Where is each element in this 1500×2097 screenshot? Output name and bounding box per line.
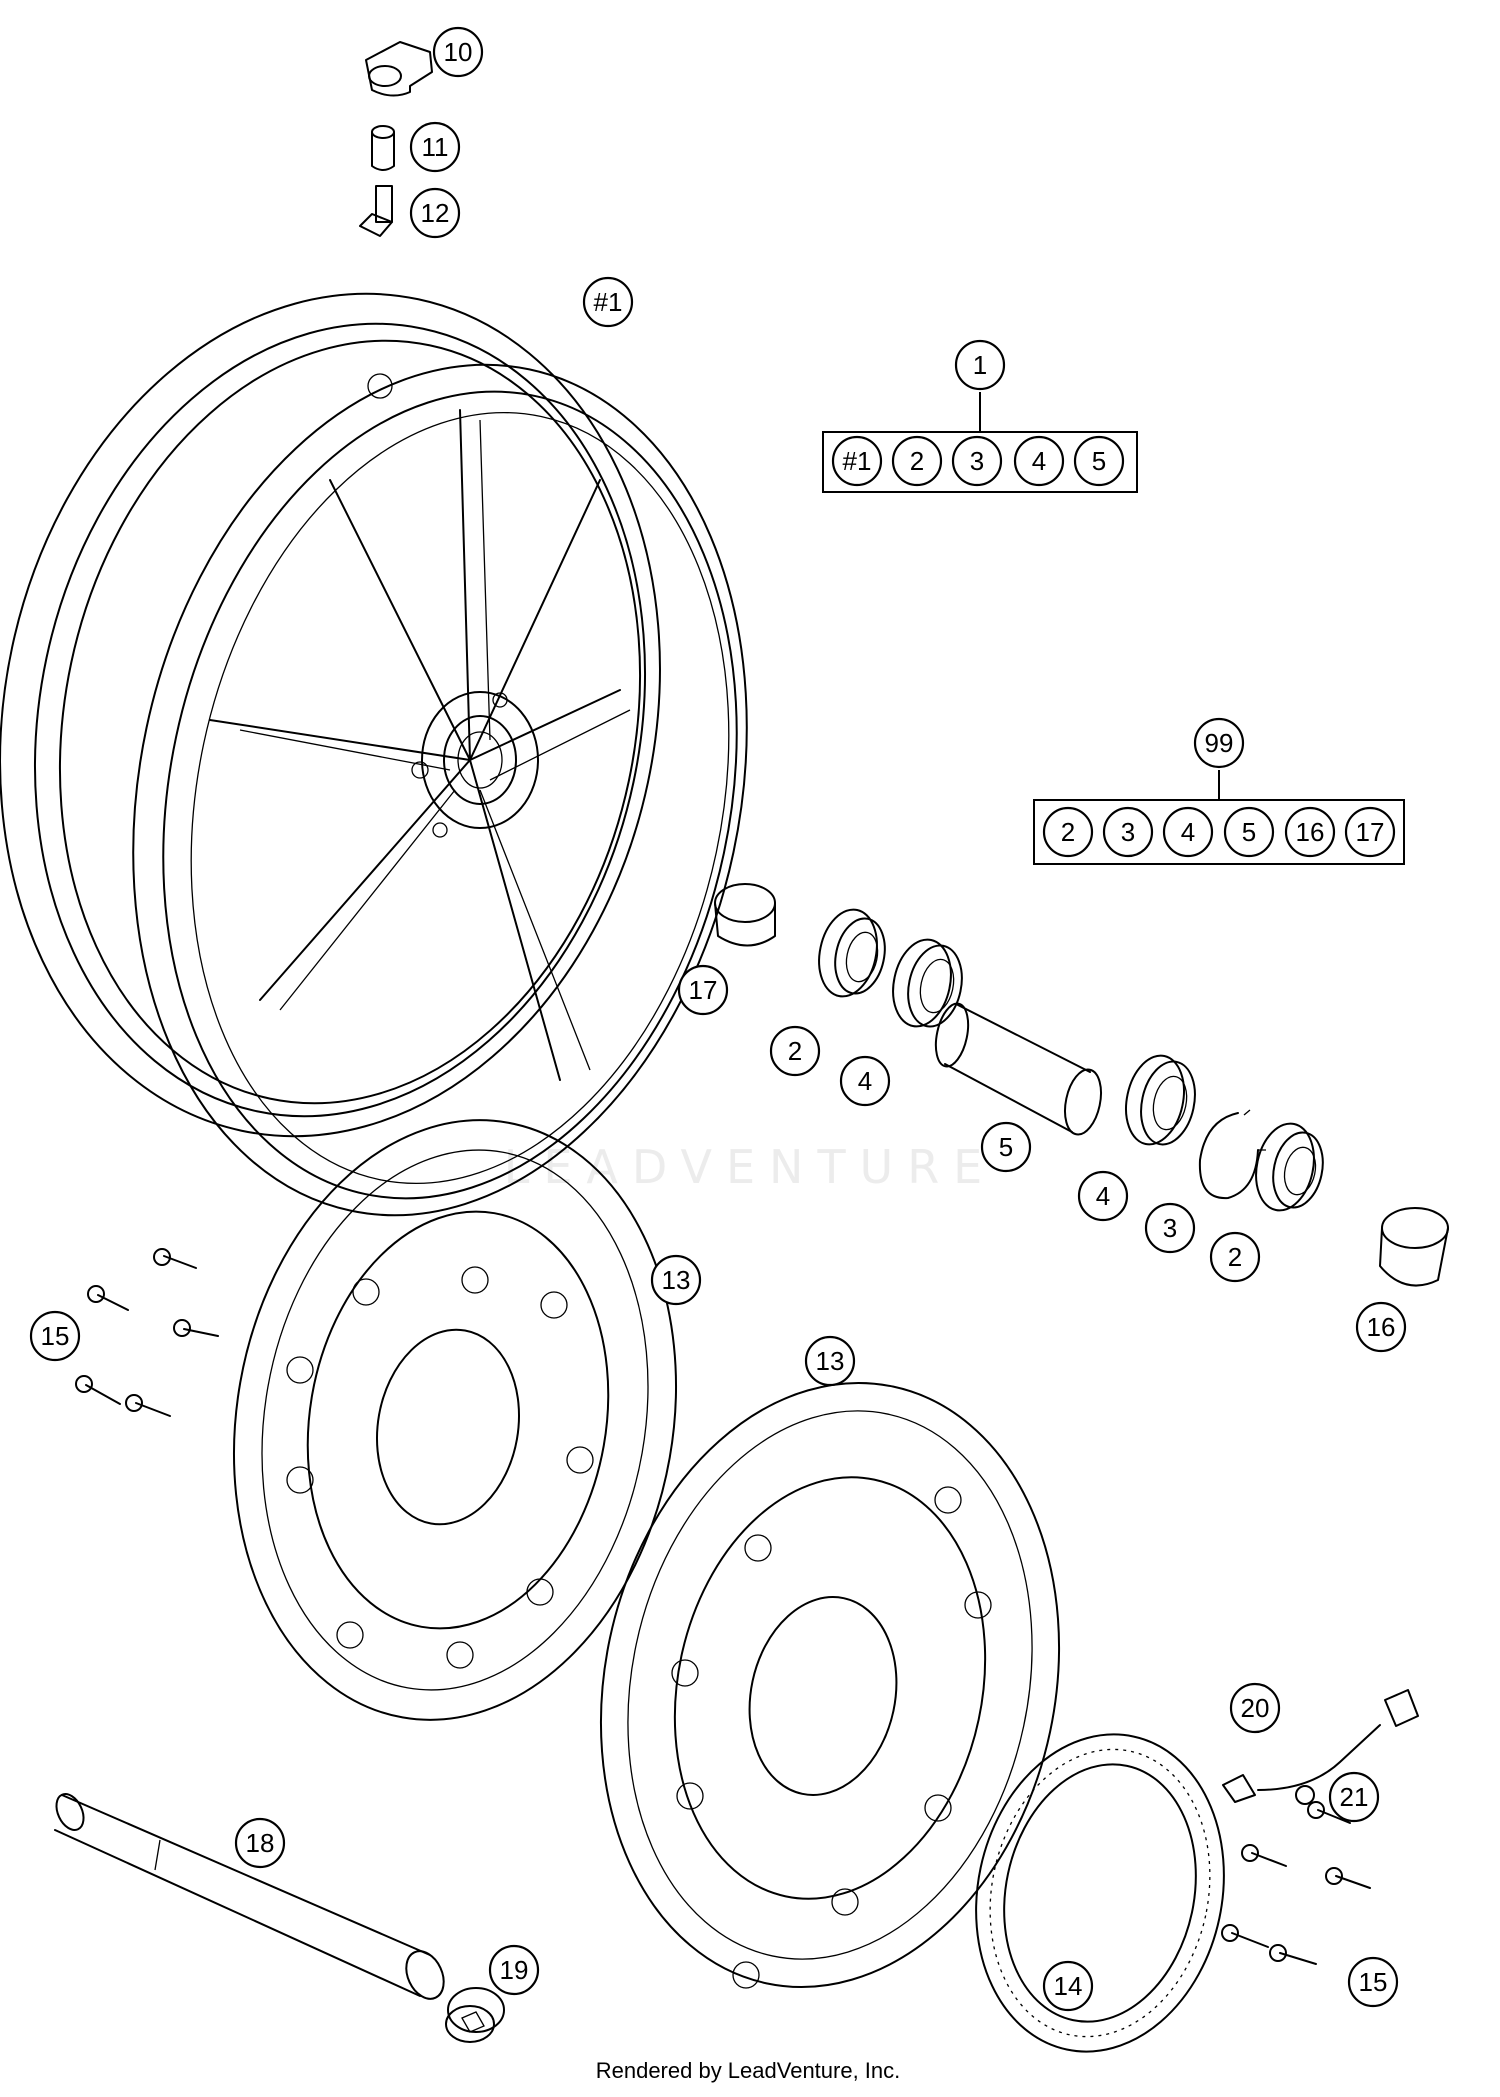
kit-1-item-0: #1 <box>831 435 883 487</box>
kit-1-item-1: 2 <box>891 435 943 487</box>
svg-text:3: 3 <box>1163 1213 1177 1243</box>
spacer-sleeve-5-part <box>934 1002 1102 1136</box>
svg-text:13: 13 <box>816 1346 845 1376</box>
seal-2-part <box>818 908 886 998</box>
callout-2b: 2 <box>1209 1231 1261 1283</box>
callout-2a: 2 <box>769 1025 821 1077</box>
kit-99-item-2: 4 <box>1162 806 1214 858</box>
kit-1-item-2: 3 <box>951 435 1003 487</box>
callout-rim: #1 <box>582 276 634 328</box>
kit-99-item-0: 2 <box>1042 806 1094 858</box>
svg-text:4: 4 <box>1096 1181 1110 1211</box>
screws-15-left-part <box>75 1248 219 1417</box>
svg-text:12: 12 <box>421 198 450 228</box>
svg-text:4: 4 <box>858 1066 872 1096</box>
kit-99-group: 99 2 3 4 5 16 17 <box>1033 717 1405 865</box>
bushing-17-part <box>714 883 776 947</box>
kit-99-label: 99 <box>1193 717 1245 769</box>
kit-99-item-1: 3 <box>1102 806 1154 858</box>
callout-15b: 15 <box>1347 1956 1399 2008</box>
svg-text:11: 11 <box>422 132 449 162</box>
svg-text:2: 2 <box>1228 1242 1242 1272</box>
axle-nut-part <box>445 1987 505 2043</box>
svg-text:4: 4 <box>1032 446 1046 476</box>
svg-text:21: 21 <box>1340 1782 1369 1812</box>
kit-1-item-3: 4 <box>1013 435 1065 487</box>
callout-21: 21 <box>1328 1771 1380 1823</box>
wheel-speed-sensor-part <box>1222 1689 1419 1803</box>
svg-text:14: 14 <box>1054 1971 1083 2001</box>
svg-text:3: 3 <box>1121 817 1135 847</box>
callout-17: 17 <box>677 964 729 1016</box>
bearing-4b-part <box>1125 1054 1196 1146</box>
callout-3: 3 <box>1144 1202 1196 1254</box>
bolt-part <box>359 185 393 237</box>
svg-text:99: 99 <box>1205 728 1234 758</box>
svg-text:20: 20 <box>1241 1693 1270 1723</box>
callout-4b: 4 <box>1077 1170 1129 1222</box>
svg-text:5: 5 <box>1092 446 1106 476</box>
callout-19: 19 <box>488 1944 540 1996</box>
svg-text:15: 15 <box>41 1321 70 1351</box>
axle-part <box>54 1793 445 2000</box>
svg-text:2: 2 <box>1061 817 1075 847</box>
svg-text:15: 15 <box>1359 1967 1388 1997</box>
callout-16: 16 <box>1355 1301 1407 1353</box>
svg-text:13: 13 <box>662 1265 691 1295</box>
svg-text:19: 19 <box>500 1955 529 1985</box>
callout-18: 18 <box>234 1817 286 1869</box>
kit-1-item-4: 5 <box>1073 435 1125 487</box>
kit-99-item-5: 17 <box>1344 806 1396 858</box>
spacer-part <box>371 125 395 171</box>
svg-text:2: 2 <box>910 446 924 476</box>
kit-1-group: 1 #1 2 3 4 5 <box>822 339 1138 493</box>
svg-text:4: 4 <box>1181 817 1195 847</box>
wheel-rim-part <box>0 292 748 1217</box>
callout-5: 5 <box>980 1121 1032 1173</box>
kit-99-item-3: 5 <box>1223 806 1275 858</box>
bushing-16-part <box>1379 1207 1449 1287</box>
screws-15-right-part <box>1221 1801 1371 1965</box>
callout-12: 12 <box>409 187 461 239</box>
screw-21-part <box>1295 1785 1315 1805</box>
callout-4a: 4 <box>839 1055 891 1107</box>
brake-disc-right-part <box>599 1382 1061 1989</box>
svg-text:5: 5 <box>1242 817 1256 847</box>
brake-disc-left-part <box>232 1119 678 1721</box>
svg-text:16: 16 <box>1296 817 1325 847</box>
kit-99-item-4: 16 <box>1284 806 1336 858</box>
svg-text:2: 2 <box>788 1036 802 1066</box>
valve-cap-part <box>365 41 433 97</box>
footer-credit: Rendered by LeadVenture, Inc. <box>596 2058 901 2083</box>
svg-text:5: 5 <box>999 1132 1013 1162</box>
callout-10: 10 <box>432 26 484 78</box>
svg-text:16: 16 <box>1367 1312 1396 1342</box>
svg-text:18: 18 <box>246 1828 275 1858</box>
svg-text:10: 10 <box>444 37 473 67</box>
callout-11: 11 <box>409 121 461 173</box>
watermark-text: LEADVENTURE <box>504 1140 997 1194</box>
svg-text:1: 1 <box>973 350 987 380</box>
svg-text:#1: #1 <box>594 287 623 317</box>
callout-14: 14 <box>1042 1960 1094 2012</box>
svg-text:3: 3 <box>970 446 984 476</box>
svg-text:#1: #1 <box>843 446 872 476</box>
bearing-4-part <box>892 938 963 1028</box>
callout-13a: 13 <box>650 1254 702 1306</box>
kit-1-label: 1 <box>954 339 1006 391</box>
seal-2b-part <box>1255 1122 1324 1212</box>
svg-text:17: 17 <box>689 975 718 1005</box>
callout-20: 20 <box>1229 1682 1281 1734</box>
callout-13b: 13 <box>804 1335 856 1387</box>
callout-15a: 15 <box>29 1310 81 1362</box>
svg-text:17: 17 <box>1356 817 1385 847</box>
abs-sensor-ring-part <box>975 1733 1225 2053</box>
